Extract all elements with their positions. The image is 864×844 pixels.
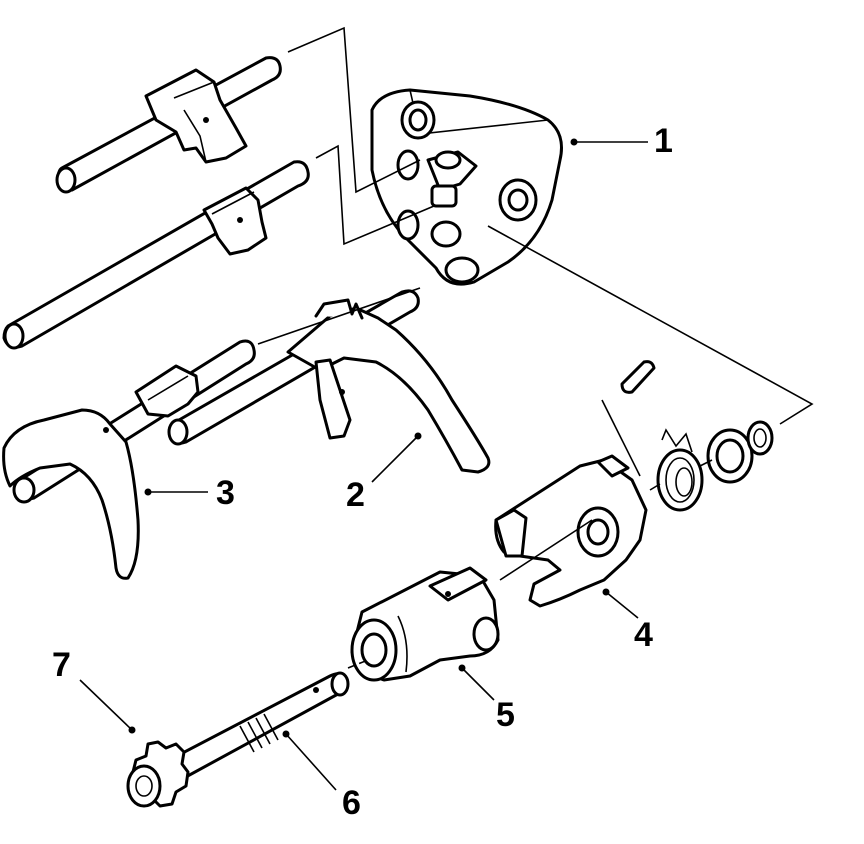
callout-6: 6 [342, 784, 361, 822]
callout-4: 4 [634, 616, 653, 654]
interlock-part-4 [494, 454, 648, 608]
callout-7: 7 [52, 646, 71, 684]
callout-5: 5 [496, 696, 515, 734]
assembly-guide-lines [257, 26, 814, 669]
callout-leaders [79, 138, 648, 791]
gear-part-7 [126, 740, 190, 808]
selector-part-5 [350, 566, 500, 682]
upper-shift-rail [55, 56, 282, 194]
callout-3: 3 [216, 474, 235, 512]
retaining-clip [746, 420, 774, 456]
callout-1: 1 [654, 122, 673, 160]
torsion-spring [656, 428, 704, 512]
shift-fork-part-3 [2, 339, 256, 580]
housing-part-1 [370, 88, 563, 286]
callout-2: 2 [346, 476, 365, 514]
second-shift-rail [2, 160, 310, 350]
shift-fork-part-2 [167, 289, 491, 474]
spring-pin [620, 360, 656, 394]
washer [706, 428, 754, 484]
